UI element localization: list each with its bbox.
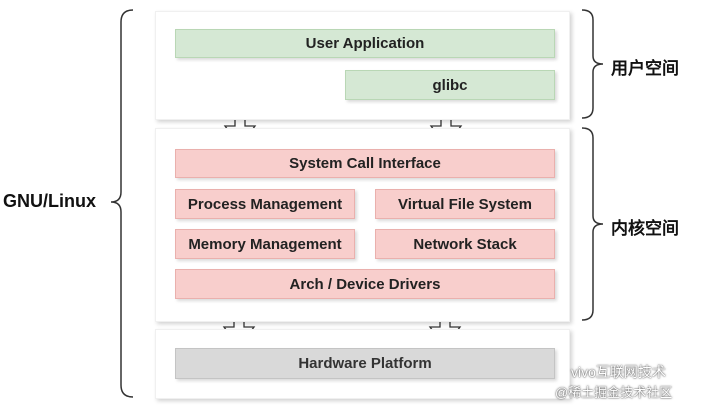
user-space-layer — [155, 11, 570, 120]
watermark-line-2: @稀土掘金技术社区 — [555, 385, 673, 400]
hardware-platform-box: Hardware Platform — [175, 348, 555, 379]
virtual-file-system-label: Virtual File System — [398, 195, 532, 213]
network-stack-label: Network Stack — [413, 235, 517, 253]
arch-device-drivers-label: Arch / Device Drivers — [289, 275, 441, 293]
hardware-platform-label: Hardware Platform — [298, 355, 432, 372]
process-management-label: Process Management — [187, 195, 343, 213]
glibc-label: glibc — [432, 76, 468, 94]
kernel-space-brace — [581, 127, 604, 321]
memory-management-label: Memory Management — [188, 235, 342, 253]
process-management-box: Process Management — [175, 189, 355, 219]
watermark-line-1: vivo互联网技术 — [571, 364, 666, 380]
user-application-box: User Application — [175, 29, 555, 58]
user-space-label: 用户空间 — [611, 59, 679, 78]
gnu-linux-label: GNU/Linux — [3, 191, 96, 211]
system-call-interface-box: System Call Interface — [175, 149, 555, 178]
user-application-label: User Application — [305, 35, 425, 52]
kernel-space-label: 内核空间 — [611, 219, 679, 238]
virtual-file-system-box: Virtual File System — [375, 189, 555, 219]
network-stack-box: Network Stack — [375, 229, 555, 259]
glibc-box: glibc — [345, 70, 555, 100]
system-call-interface-label: System Call Interface — [289, 155, 441, 172]
arch-device-drivers-box: Arch / Device Drivers — [175, 269, 555, 299]
user-space-brace — [581, 9, 604, 119]
gnu-linux-brace — [110, 9, 134, 398]
memory-management-box: Memory Management — [175, 229, 355, 259]
